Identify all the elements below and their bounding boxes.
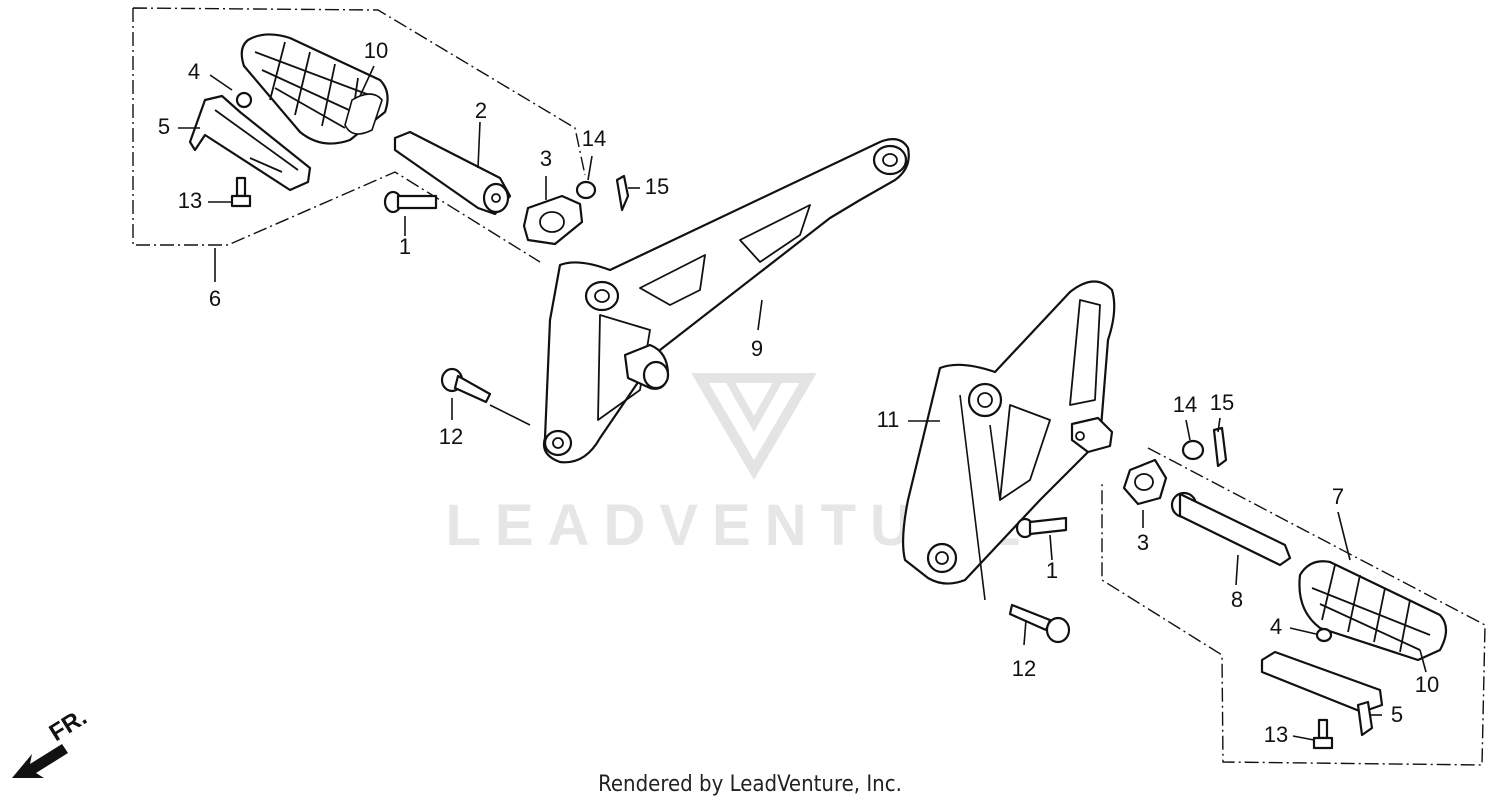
- plate-left: [522, 194, 584, 246]
- callout-4-left: 4: [188, 59, 200, 84]
- callout-5-left: 5: [158, 114, 170, 139]
- main-bracket-left: [542, 137, 910, 464]
- footpeg-bracket-left: [188, 94, 312, 192]
- assembly-boundary-right: [1101, 447, 1486, 766]
- bolt-large-right: [1008, 603, 1071, 644]
- callout-7: 7: [1332, 484, 1344, 509]
- callout-15-right: 15: [1210, 390, 1234, 415]
- front-direction-arrow: [12, 744, 68, 778]
- callout-6: 6: [209, 286, 221, 311]
- callout-15-left: 15: [645, 174, 669, 199]
- assembly-boundary-left: [132, 7, 586, 263]
- cotter-pin-left: [615, 174, 630, 212]
- callout-10-right: 10: [1415, 672, 1439, 697]
- callouts: 1 2 3 4 5 6 9 10 12 13 14 15 11 14 15 7 …: [158, 38, 1439, 747]
- callout-1-right: 1: [1046, 558, 1058, 583]
- callout-4-right: 4: [1270, 614, 1282, 639]
- callout-14-left: 14: [582, 126, 606, 151]
- callout-1-left: 1: [399, 234, 411, 259]
- pin-left: [383, 190, 438, 214]
- callout-2: 2: [475, 98, 487, 123]
- callout-3-left: 3: [540, 146, 552, 171]
- footpeg-rubber-left: [240, 33, 389, 145]
- callout-11: 11: [877, 407, 900, 432]
- callout-14-right: 14: [1173, 392, 1197, 417]
- callout-5-right: 5: [1391, 702, 1403, 727]
- pin-right: [1015, 516, 1068, 539]
- bolt-small-right: [1312, 718, 1334, 750]
- washer-right: [1181, 439, 1205, 461]
- callout-3-right: 3: [1137, 530, 1149, 555]
- footpeg-rubber-right: [1298, 560, 1448, 662]
- callout-13-right: 13: [1264, 722, 1288, 747]
- footpeg-arm-left: [393, 130, 512, 216]
- cotter-pin-right: [1212, 426, 1228, 468]
- footpeg-bracket-right: [1260, 650, 1384, 737]
- callout-12-left: 12: [439, 424, 463, 449]
- footpeg-arm-right: [1170, 491, 1292, 567]
- callout-13-left: 13: [178, 188, 202, 213]
- bolt-small-left: [230, 176, 252, 208]
- footer-credit: Rendered by LeadVenture, Inc.: [598, 772, 902, 797]
- leader-lines-right: [908, 394, 1427, 741]
- plate-right: [1122, 458, 1168, 506]
- callout-12-right: 12: [1012, 656, 1036, 681]
- main-bracket-right: [901, 280, 1116, 585]
- callout-8: 8: [1231, 587, 1243, 612]
- callout-10-left: 10: [364, 38, 388, 63]
- callout-9: 9: [751, 336, 763, 361]
- nut-left: [235, 91, 253, 109]
- nut-right: [1315, 627, 1333, 643]
- washer-left: [575, 180, 597, 200]
- bolt-large-left: [440, 367, 492, 404]
- leader-lines-left: [178, 65, 763, 426]
